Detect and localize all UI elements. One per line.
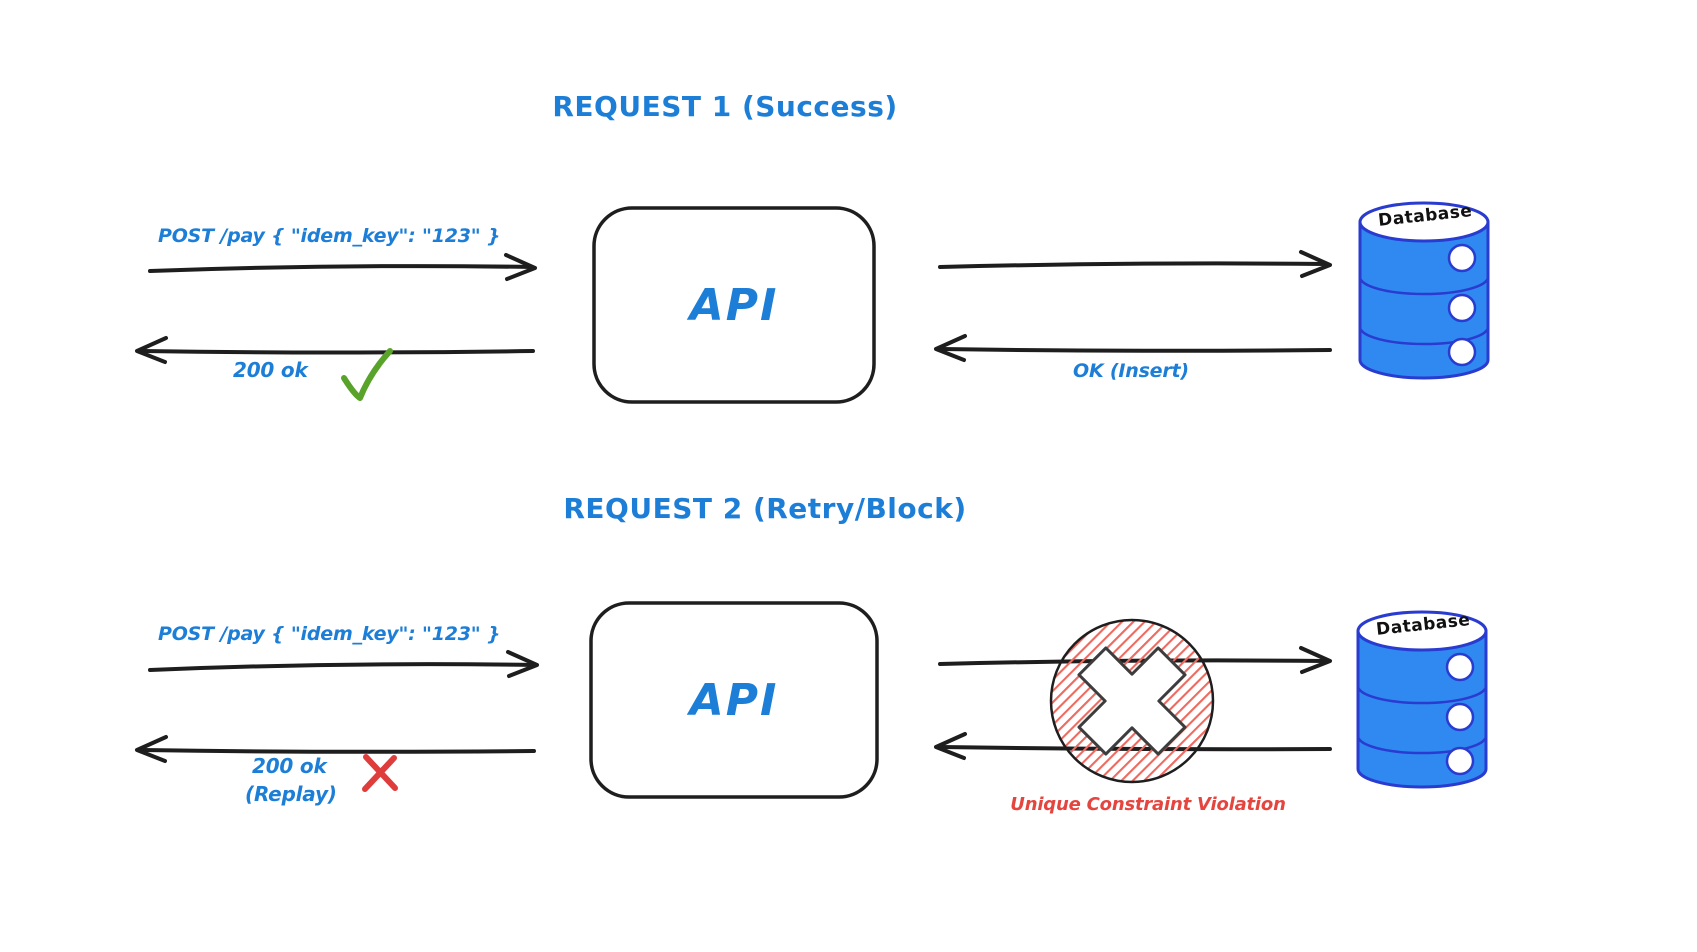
request2-response-sublabel: (Replay) [245,782,337,806]
constraint-violation-x-circle-icon [1049,618,1215,784]
request2-response-label: 200 ok [252,754,327,778]
request1-client-to-api-arrow [148,253,537,281]
constraint-violation-label: Unique Constraint Violation [1010,794,1286,815]
request1-title: REQUEST 1 (Success) [552,90,898,123]
request1-api-to-client-arrow [135,336,535,364]
request2-request-label: POST /pay { "idem_key": "123" } [158,623,501,645]
request1-db-to-api-arrow [934,334,1332,362]
api-box-1 [592,206,876,404]
database-icon [1358,201,1490,380]
request1-request-label: POST /pay { "idem_key": "123" } [158,225,501,247]
request1-api-to-db-arrow [938,250,1332,278]
request1-db-response-label: OK (Insert) [1073,360,1189,382]
request2-title: REQUEST 2 (Retry/Block) [563,492,967,525]
success-check-icon [341,348,393,401]
api-node-label: API [689,674,779,726]
api-box-2 [589,601,879,799]
database-icon [1356,610,1488,789]
replay-x-icon [362,754,398,792]
api-node-label: API [689,279,779,331]
request2-api-to-client-arrow [135,735,536,763]
request2-client-to-api-arrow [148,650,539,678]
request1-response-label: 200 ok [233,358,308,382]
